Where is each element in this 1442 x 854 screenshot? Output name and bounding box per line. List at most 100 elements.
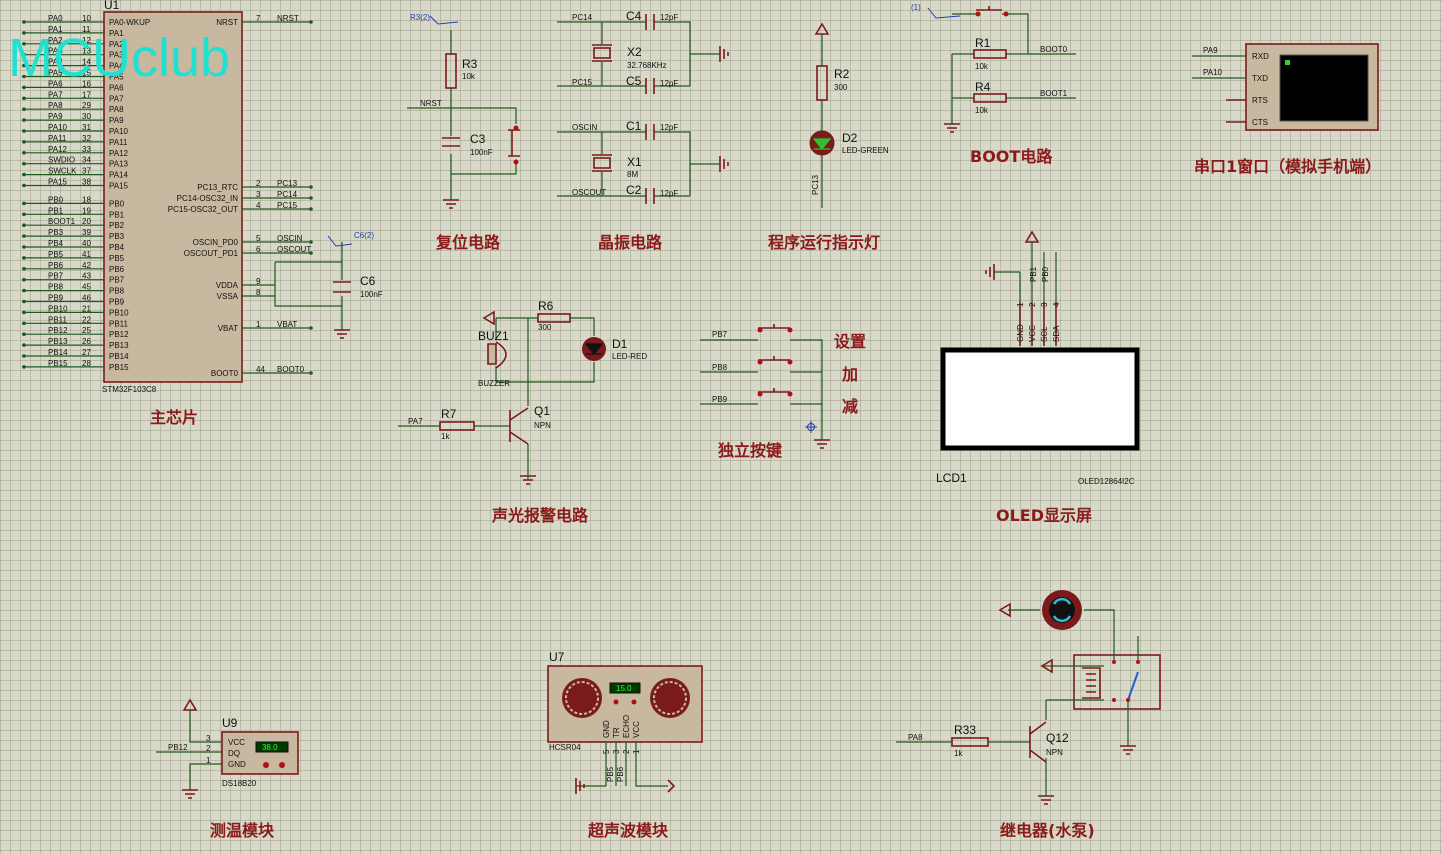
key-set[interactable] [757,324,793,333]
uart-terminal[interactable]: RXD TXD RTS CTS PA9 PA10 [1192,43,1379,131]
hcsr04-sensor[interactable]: 15.0 U7 HCSR04 GND TR ECHO VCC PB5 PB6 5… [547,650,703,794]
mcu-left-pin-num-0: 10 [82,14,91,23]
hcsr04-pin-num-2: 2 [622,749,631,754]
mcu-left-pin-terminal [22,85,26,90]
uart-net-pa10: PA10 [1203,68,1223,77]
mcu-left-pin-name-27: PB11 [109,319,129,328]
ds18b20-reading: 38.0 [262,743,278,752]
uart-pin-txd: TXD [1252,74,1268,83]
mcu-right-pin-terminal [309,371,313,375]
mcu-left-pin-num-20: 40 [82,239,91,248]
mcu-left-net-28: PB12 [48,326,68,335]
uart-net-pa9: PA9 [1203,46,1218,55]
mcu-left-pin-terminal [22,365,26,369]
mcu-right-net-9: BOOT0 [277,365,305,374]
r33-ref: R33 [954,723,976,737]
boot-probe: (1) [911,3,921,12]
q12-value: NPN [1046,748,1063,757]
q1-ref: Q1 [534,404,550,418]
keys-circuit[interactable]: PB7 PB8 PB9 设置 加 减 [700,324,866,449]
mcu-left-pin-num-27: 22 [82,315,91,324]
mcu-left-pin-terminal [22,234,26,238]
alarm-circuit[interactable]: BUZ1 BUZZER R6 300 D1 LED-RED R7 1k Q1 N… [398,299,647,485]
key-label-sub: 减 [842,397,858,416]
ds18b20-part: DS18B20 [222,779,257,788]
r4-ref: R4 [975,80,991,94]
q1-value: NPN [534,421,551,430]
ds18b20-sensor[interactable]: 38.0 U9 DS18B20 VCC DQ GND 3 2 1 PB12 [156,698,299,799]
mcu-right-net-4: OSCIN [277,234,303,243]
section-uart: 串口1窗口（模拟手机端） [1194,157,1381,176]
relay-circuit[interactable]: R33 1k Q12 NPN PA8 [896,590,1161,805]
ds18b20-pin-gnd: GND [228,760,246,769]
reset-probe: R3(2) [410,13,430,22]
ds18b20-ref: U9 [222,716,238,730]
section-alarm: 声光报警电路 [491,506,589,525]
mcu-left-net-1: PA1 [48,25,63,34]
mcu-left-net-6: PA6 [48,79,63,88]
mcu-left-pin-terminal [22,63,26,68]
mcu-left-pin-name-16: PB0 [109,199,125,208]
boot-circuit[interactable]: (1) R1 10k R4 10k BOOT0 BOOT1 [911,3,1076,133]
mcu-left-pin-terminal [22,256,26,260]
mcu-left-pin-terminal [22,31,26,35]
mcu-left-pin-num-17: 19 [82,206,91,215]
key-add[interactable] [757,356,793,365]
x1-ref: X1 [627,155,642,169]
buz1-value: BUZZER [478,379,510,388]
ds18b20-pin-num-2: 2 [206,744,211,753]
mcu-left-pin-name-10: PA10 [109,127,129,136]
mcu-left-net-27: PB11 [48,315,68,324]
mcu-left-pin-terminal [22,42,26,46]
mcu-left-pin-terminal [22,172,26,177]
mcu-right-pin-name-0: NRST [216,18,238,27]
ds18b20-pin-num-3: 3 [206,734,211,743]
mcu-left-pin-num-31: 28 [82,359,91,368]
mcu-left-net-21: PB5 [48,250,64,259]
mcu-right-pin-num-8: 1 [256,320,261,329]
mcu-left-pin-num-19: 39 [82,228,91,237]
key-sub[interactable] [757,388,793,397]
mcu-left-pin-name-11: PA11 [109,138,128,147]
mcu-left-pin-num-26: 21 [82,304,91,313]
c2-ref: C2 [626,183,642,197]
mcu-left-pin-num-13: 34 [82,156,91,165]
indicator-led-circuit[interactable]: R2 300 D2 LED-GREEN PC13 [809,22,889,208]
mcu-left-pin-name-4: PA4 [109,62,124,71]
hcsr04-part: HCSR04 [549,743,581,752]
mcu-left-pin-num-14: 37 [82,167,91,176]
mcu-left-net-15: PA15 [48,178,68,187]
mcu-left-net-14: SWCLK [48,167,77,176]
r1-value: 10k [975,62,989,71]
mcu-left-pin-num-11: 32 [82,134,91,143]
mcu-left-pin-terminal [22,321,26,326]
mcu-left-pin-num-5: 15 [82,69,91,78]
c4-value: 12pF [660,13,678,22]
crystal-circuit[interactable]: PC14 PC15 C4 12pF C5 12pF X2 32.768KHz O… [557,9,729,204]
net-boot0: BOOT0 [1040,45,1068,54]
mcu-left-pin-num-7: 17 [82,90,91,99]
mcu-left-pin-num-12: 33 [82,145,91,154]
mcu-right-pin-num-1: 2 [256,179,261,188]
r6-ref: R6 [538,299,554,313]
mcu-left-net-26: PB10 [48,304,68,313]
q12-ref: Q12 [1046,731,1069,745]
net-oscout: OSCOUT [572,188,606,197]
mcu-left-pin-terminal [22,299,26,304]
mcu-left-pin-terminal [22,343,26,347]
reset-circuit[interactable]: R3(2) R3 10k NRST C3 100nF [407,13,520,209]
buz1-ref: BUZ1 [478,329,509,343]
uart-pin-rxd: RXD [1252,52,1269,61]
mcu-left-pin-num-30: 27 [82,348,91,357]
oled-pin-vcc: VCC [1028,325,1037,342]
hcsr04-reading: 15.0 [616,684,632,693]
mcu-left-net-20: PB4 [48,239,64,248]
c6-value: 100nF [360,290,383,299]
relay-net: PA8 [908,733,923,742]
mcu-right-pin-num-3: 4 [256,201,261,210]
c4-ref: C4 [626,9,642,23]
oled-display[interactable]: GND VCC SCL SDA 1 2 3 4 PB1 PB0 LCD1 OLE… [936,230,1140,486]
